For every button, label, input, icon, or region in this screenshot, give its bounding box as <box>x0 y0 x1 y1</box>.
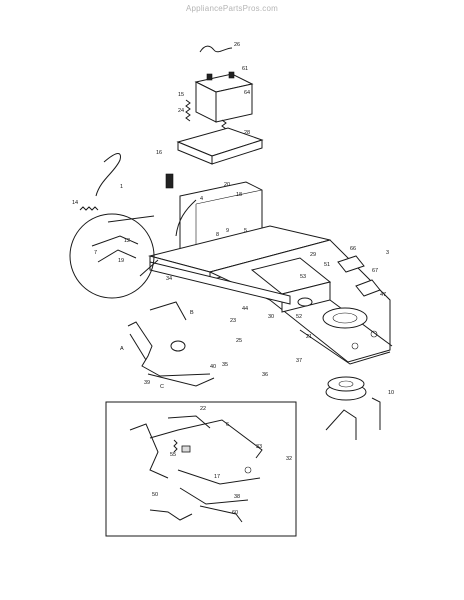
callout-55: 55 <box>170 452 176 458</box>
brake-pedal-upper <box>127 301 215 387</box>
callout-5: 5 <box>244 228 247 234</box>
callout-47: 47 <box>380 292 386 298</box>
callout-66: 66 <box>350 246 356 252</box>
callout-35: 35 <box>222 362 228 368</box>
callout-10: 10 <box>388 390 394 396</box>
watermark-text: AppliancePartsPros.com <box>186 4 278 13</box>
detail-box <box>105 401 297 537</box>
hold-down-rod <box>185 99 191 122</box>
callout-19: 19 <box>118 258 124 264</box>
callout-4: 4 <box>200 196 203 202</box>
bumper-block <box>165 173 174 189</box>
callout-26: 26 <box>234 42 240 48</box>
callout-61: 61 <box>242 66 248 72</box>
callout-16: 16 <box>156 150 162 156</box>
callout-30: 30 <box>268 314 274 320</box>
callout-38: 38 <box>234 494 240 500</box>
callout-6: 6 <box>226 422 229 428</box>
callout-36: 36 <box>262 372 268 378</box>
callout-33: 33 <box>256 444 262 450</box>
callout-52: 52 <box>296 314 302 320</box>
callout-28: 28 <box>244 130 250 136</box>
callout-21: 21 <box>306 334 312 340</box>
callout-37: 37 <box>296 358 302 364</box>
callout-1: 1 <box>120 184 123 190</box>
battery-tray <box>176 127 264 165</box>
bracket-right <box>337 255 381 297</box>
callout-53: 53 <box>300 274 306 280</box>
callout-20: 20 <box>224 182 230 188</box>
callout-12: 12 <box>124 238 130 244</box>
detail-circle <box>69 213 155 299</box>
callout-51: 51 <box>324 262 330 268</box>
callout-17: 17 <box>214 474 220 480</box>
callout-7: 7 <box>94 250 97 256</box>
callout-A: A <box>120 346 124 352</box>
callout-8: 8 <box>216 232 219 238</box>
callout-18: 18 <box>236 192 242 198</box>
callout-22: 22 <box>200 406 206 412</box>
callout-60: 60 <box>232 510 238 516</box>
callout-25: 25 <box>236 338 242 344</box>
callout-14: 14 <box>72 200 78 206</box>
battery <box>194 71 254 123</box>
callout-24: 24 <box>178 108 184 114</box>
callout-9: 9 <box>226 228 229 234</box>
callout-labels: 26 61 64 15 24 28 16 20 4 18 14 1 12 7 1… <box>72 42 394 516</box>
callout-50: 50 <box>152 492 158 498</box>
throttle-cable <box>95 153 121 197</box>
callout-67: 67 <box>372 268 378 274</box>
callout-23: 23 <box>230 318 236 324</box>
wire-harness <box>199 45 233 53</box>
spring <box>79 206 99 211</box>
callout-32: 32 <box>286 456 292 462</box>
callout-39: 39 <box>144 380 150 386</box>
callout-B: B <box>190 310 194 316</box>
pedal-assembly-lower <box>129 415 263 523</box>
pulley-assembly <box>325 376 381 440</box>
callout-3: 3 <box>386 250 389 256</box>
cable-lever <box>175 199 197 237</box>
callout-40: 40 <box>210 364 216 370</box>
callout-29: 29 <box>310 252 316 258</box>
callout-64: 64 <box>244 90 250 96</box>
callout-34: 34 <box>166 276 172 282</box>
callout-44: 44 <box>242 306 248 312</box>
callout-C: C <box>160 384 164 390</box>
callout-15: 15 <box>178 92 184 98</box>
